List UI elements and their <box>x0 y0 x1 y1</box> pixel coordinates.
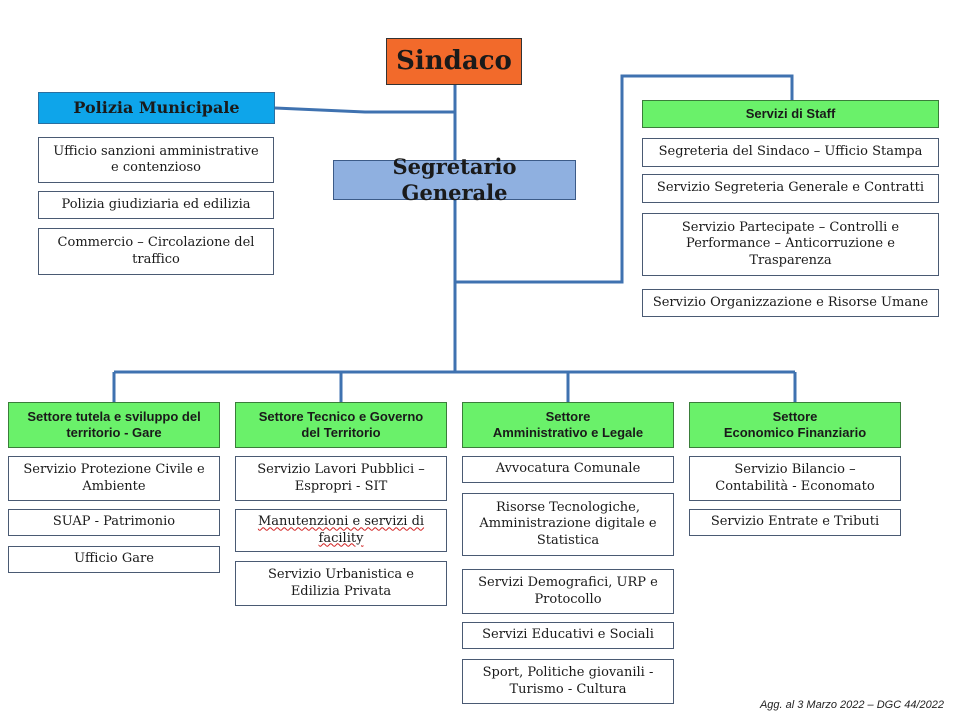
segretario-generale-box: Segretario Generale <box>333 154 576 205</box>
settore-3-item: Servizi Demografici, URP e Protocollo <box>462 569 674 614</box>
staff-item: Servizio Organizzazione e Risorse Umane <box>642 289 939 317</box>
settore-amministrativo-box: Settore Amministrativo e Legale <box>462 402 674 448</box>
settore-1-item: Ufficio Gare <box>8 546 220 573</box>
settore-3-item: Sport, Politiche giovanili - Turismo - C… <box>462 659 674 704</box>
update-note: Agg. al 3 Marzo 2022 – DGC 44/2022 <box>759 699 944 711</box>
polizia-item: Ufficio sanzioni amministrative e conten… <box>38 137 274 183</box>
settore-2-item: Manutenzioni e servizi di facility <box>235 509 447 552</box>
settore-3-item: Avvocatura Comunale <box>462 456 674 483</box>
polizia-connector <box>274 106 455 114</box>
sindaco-box: Sindaco <box>386 38 522 85</box>
staff-item: Servizio Partecipate – Controlli e Perfo… <box>642 213 939 276</box>
servizi-di-staff-box: Servizi di Staff <box>642 100 939 128</box>
polizia-item: Polizia giudiziaria ed edilizia <box>38 191 274 219</box>
settore-3-item: Risorse Tecnologiche, Amministrazione di… <box>462 493 674 556</box>
staff-connector <box>455 74 794 284</box>
settore-economico-box: Settore Economico Finanziario <box>689 402 901 448</box>
settore-1-item: SUAP - Patrimonio <box>8 509 220 536</box>
settore-2-item-label: Manutenzioni e servizi di facility <box>257 514 425 546</box>
staff-item: Segreteria del Sindaco – Ufficio Stampa <box>642 138 939 167</box>
settore-4-item: Servizio Bilancio – Contabilità - Econom… <box>689 456 901 501</box>
settore-tecnico-box: Settore Tecnico e Governo del Territorio <box>235 402 447 448</box>
settore-1-item: Servizio Protezione Civile e Ambiente <box>8 456 220 501</box>
settore-tutela-box: Settore tutela e sviluppo del territorio… <box>8 402 220 448</box>
staff-item: Servizio Segreteria Generale e Contratti <box>642 174 939 203</box>
settore-2-item: Servizio Lavori Pubblici – Espropri - SI… <box>235 456 447 501</box>
settore-3-item: Servizi Educativi e Sociali <box>462 622 674 649</box>
settore-2-item: Servizio Urbanistica e Edilizia Privata <box>235 561 447 606</box>
settore-4-item: Servizio Entrate e Tributi <box>689 509 901 536</box>
polizia-municipale-box: Polizia Municipale <box>38 92 275 124</box>
polizia-item: Commercio – Circolazione del traffico <box>38 228 274 275</box>
